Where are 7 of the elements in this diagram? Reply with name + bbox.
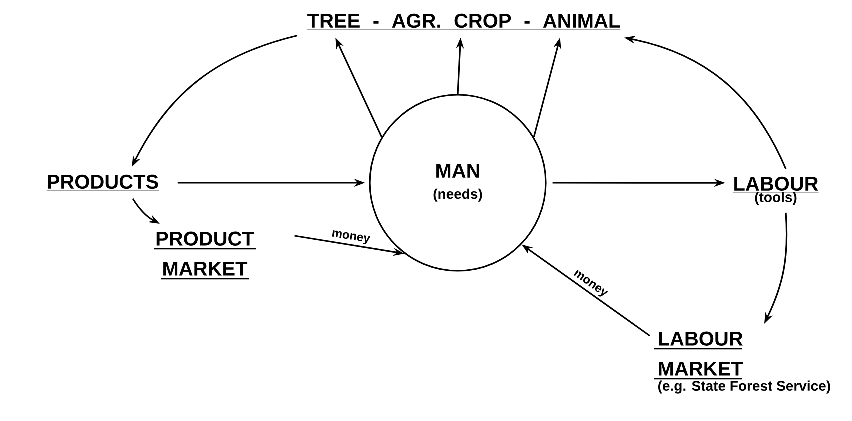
underlined-label: PRODUCT MARKET (154, 232, 256, 280)
underlined-label: LABOUR MARKET (e.g. State Forest Service) (654, 332, 830, 394)
circle-node: MAN (needs) (369, 94, 547, 272)
edge-label: money (332, 230, 371, 245)
underlined-label: LABOUR (tools) (733, 176, 819, 206)
underlined-label: TREE - AGR. CROP - ANIMAL (307, 14, 621, 30)
underlined-label: PRODUCTS (46, 174, 160, 191)
